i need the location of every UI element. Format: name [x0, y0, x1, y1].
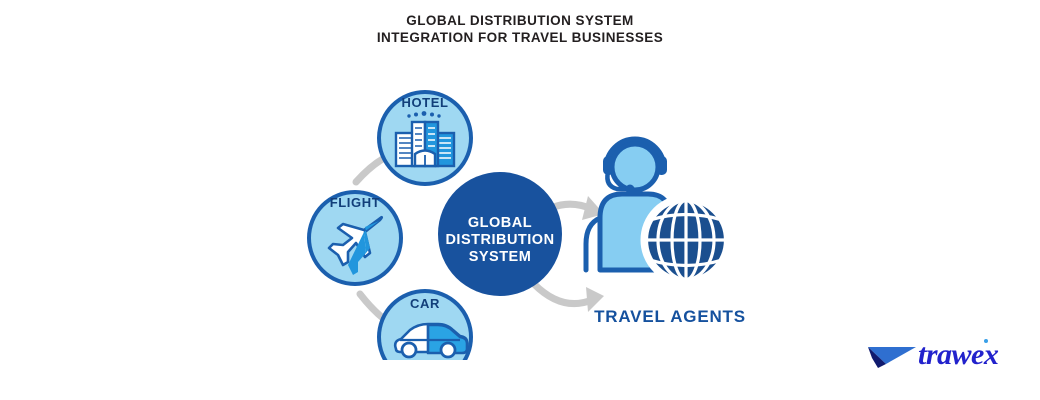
- node-hotel[interactable]: HOTEL: [377, 90, 473, 186]
- car-icon: [393, 322, 469, 359]
- logo-accent-dot: [984, 339, 988, 343]
- page-title: GLOBAL DISTRIBUTION SYSTEM INTEGRATION F…: [0, 12, 1040, 46]
- gds-label-line-3: SYSTEM: [469, 249, 532, 265]
- trawex-logo[interactable]: trawex: [868, 336, 999, 380]
- trawex-wordmark: trawex: [918, 338, 999, 371]
- hotel-label: HOTEL: [401, 95, 448, 110]
- airplane-icon: [327, 215, 384, 275]
- car-label: CAR: [410, 296, 440, 311]
- gds-to-agent-lower-arrow: [530, 280, 604, 312]
- gds-integration-diagram: HOTEL FLIGHT CAR G: [0, 60, 1040, 360]
- paper-plane-arrow-icon: [868, 344, 918, 375]
- flight-label: FLIGHT: [330, 195, 381, 210]
- agent-with-headset-and-globe-icon: [583, 136, 732, 286]
- node-flight[interactable]: FLIGHT: [307, 190, 403, 286]
- gds-circle[interactable]: [438, 172, 562, 296]
- title-line-1: GLOBAL DISTRIBUTION SYSTEM: [406, 13, 634, 28]
- travel-agents-label: TRAVEL AGENTS: [594, 307, 746, 326]
- node-car[interactable]: CAR: [377, 289, 473, 360]
- hotel-building-icon: [394, 111, 456, 168]
- gds-label-line-2: DISTRIBUTION: [445, 232, 554, 248]
- gds-label-line-1: GLOBAL: [468, 215, 532, 231]
- center-node-gds[interactable]: GLOBAL DISTRIBUTION SYSTEM: [438, 172, 562, 296]
- title-line-2: INTEGRATION FOR TRAVEL BUSINESSES: [376, 30, 664, 45]
